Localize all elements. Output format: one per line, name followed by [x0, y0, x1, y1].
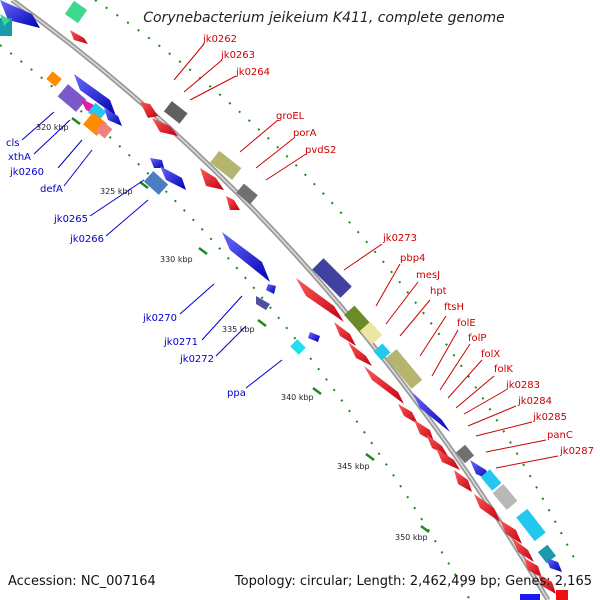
gene-label: jk0262: [202, 34, 237, 45]
gene-label: panC: [547, 430, 573, 441]
gene-label: jk0265: [53, 214, 88, 225]
gene-label: folX: [481, 349, 500, 360]
gene-label: cls: [6, 138, 20, 149]
gene-label: groEL: [276, 111, 305, 122]
gene-label: porA: [293, 128, 317, 139]
gene-label: jk0285: [532, 412, 567, 423]
gene-labels-left: cls xthA jk0260 defA jk0265 jk0266 jk027…: [6, 138, 246, 399]
gene-label: defA: [40, 184, 63, 195]
gene-label: folK: [494, 364, 513, 375]
gene-label: jk0284: [517, 396, 552, 407]
scale-label: 320 kbp: [36, 123, 69, 132]
gene-label: mesJ: [416, 270, 440, 281]
gene-label: hpt: [430, 286, 447, 297]
scale-label: 350 kbp: [395, 533, 428, 542]
scale-label: 340 kbp: [281, 393, 314, 402]
gene-label: jk0263: [220, 50, 255, 61]
gene-label: jk0273: [382, 233, 417, 244]
gene-features-forward: [64, 0, 568, 600]
scale-label: 325 kbp: [100, 187, 133, 196]
gene-label: ftsH: [444, 302, 464, 313]
gene-label: folP: [468, 333, 486, 344]
topology-text: Topology: circular; Length: 2,462,499 bp…: [234, 574, 592, 589]
page-title: Corynebacterium jeikeium K411, complete …: [143, 10, 505, 26]
leader-lines-right: [173, 43, 559, 469]
gene-label: jk0283: [505, 380, 540, 391]
gene-label: xthA: [8, 152, 31, 163]
gene-label: jk0260: [9, 167, 44, 178]
gene-label: jk0287: [559, 446, 594, 457]
gene-label: folE: [457, 318, 476, 329]
scale-label: 345 kbp: [337, 462, 370, 471]
gene-features-reverse: [0, 0, 320, 355]
gene-label: pbp4: [400, 253, 425, 264]
gene-label: jk0271: [163, 337, 198, 348]
gene-label: jk0270: [142, 313, 177, 324]
scale-label: 335 kbp: [222, 325, 255, 334]
tick-track-inner: [0, 44, 471, 600]
gene-label: jk0272: [179, 354, 214, 365]
gene-label: pvdS2: [305, 145, 336, 156]
gene-label: jk0264: [235, 67, 270, 78]
gene-label: jk0266: [69, 234, 104, 245]
scale-label: 330 kbp: [160, 255, 193, 264]
gene-label: ppa: [227, 388, 246, 399]
leader-lines-left: [21, 111, 283, 389]
scale-ticks: [71, 117, 430, 533]
accession-text: Accession: NC_007164: [8, 574, 156, 589]
gene-labels-right: jk0262 jk0263 jk0264 groEL porA pvdS2 jk…: [202, 34, 594, 457]
